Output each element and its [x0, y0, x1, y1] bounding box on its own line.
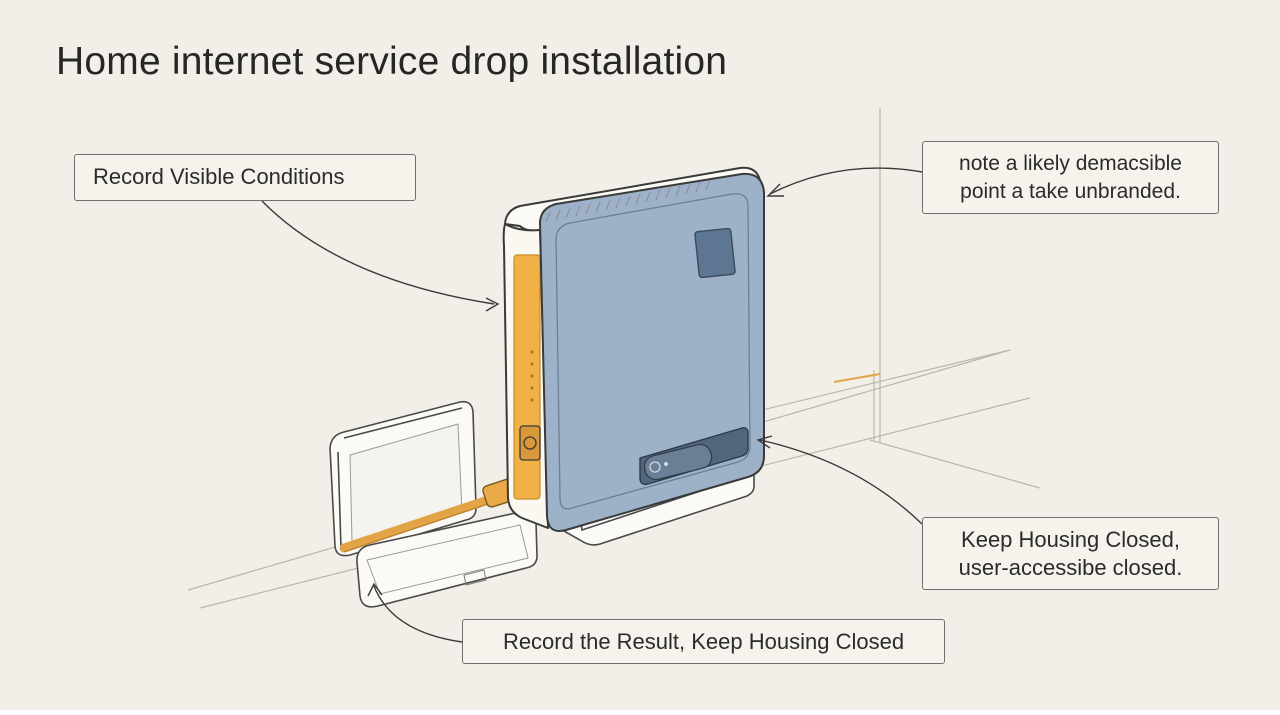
- callout-text-line-2: user-accessibe closed.: [958, 555, 1183, 580]
- cable-run-mark: [833, 373, 881, 383]
- callout-text: Record the Result, Keep Housing Closed: [502, 629, 905, 654]
- callout-keep-housing-closed: Keep Housing Closed, user-accessibe clos…: [922, 517, 1219, 590]
- callout-record-visible-conditions: Record Visible Conditions: [74, 154, 416, 201]
- bottom-edge: [0, 710, 1280, 715]
- callout-demarcation-note: note a likely demacsible point a take un…: [922, 141, 1219, 214]
- arrow-record-visible: [261, 200, 495, 305]
- arrow-record-result: [373, 585, 463, 643]
- callout-text-line-1: note a likely demacsible: [959, 152, 1182, 175]
- arrow-keep-closed: [759, 439, 923, 525]
- callout-text: Record Visible Conditions: [93, 164, 345, 189]
- arrow-demarc: [769, 167, 923, 195]
- callout-text-line-2: point a take unbranded.: [960, 180, 1181, 203]
- page-title: Home internet service drop installation: [56, 40, 728, 83]
- leader-arrows: [261, 167, 923, 643]
- callout-record-result: Record the Result, Keep Housing Closed: [462, 619, 945, 664]
- router-device: [502, 166, 765, 532]
- callout-text-line-1: Keep Housing Closed,: [961, 527, 1180, 552]
- wall-box: [329, 400, 538, 608]
